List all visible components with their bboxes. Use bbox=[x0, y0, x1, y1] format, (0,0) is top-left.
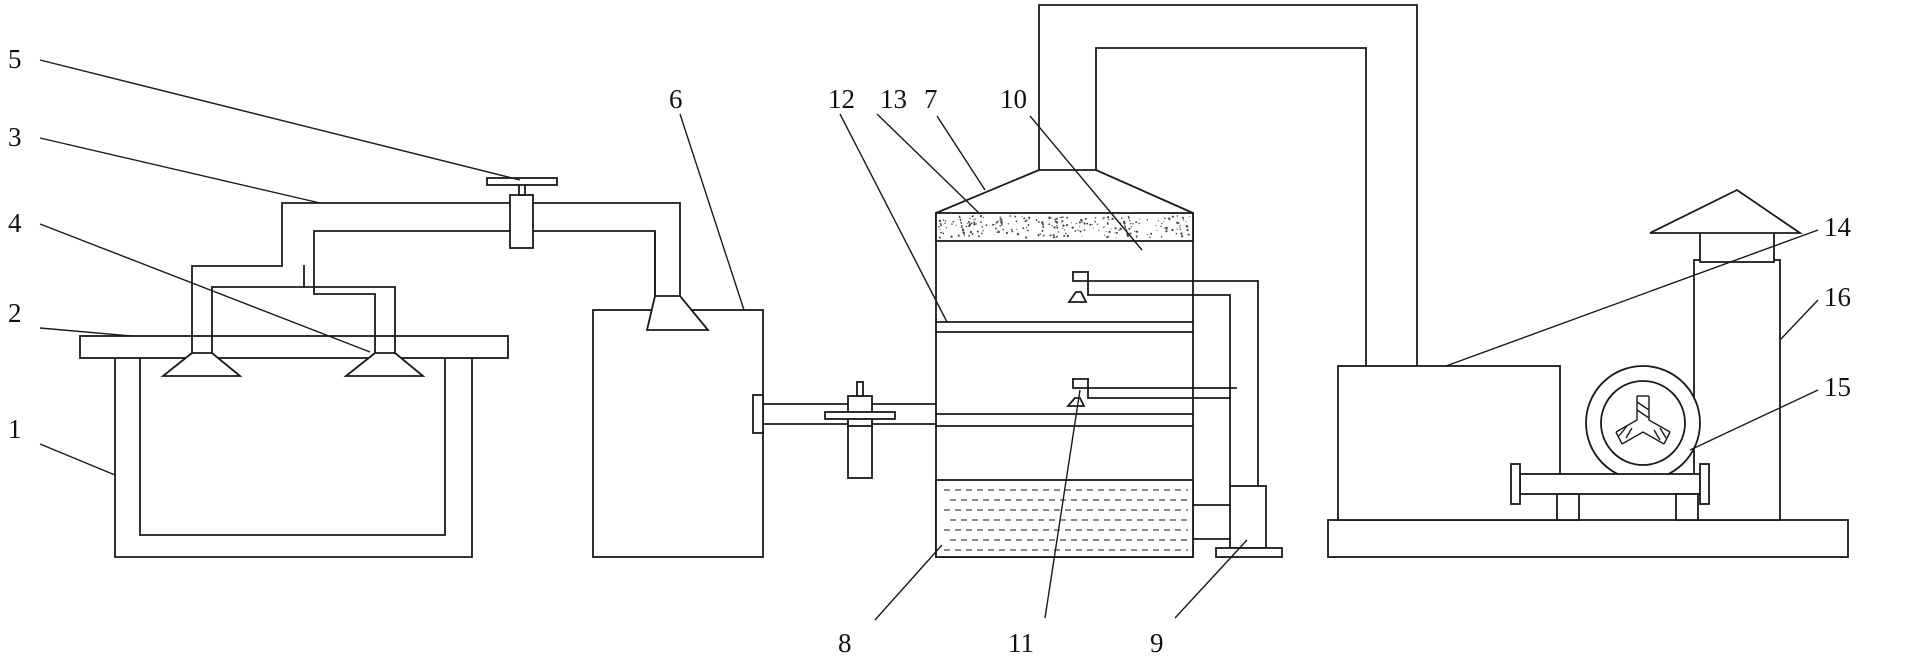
collector-box-6 bbox=[592, 231, 764, 558]
fan-15 bbox=[1510, 365, 1710, 521]
label-5: 5 bbox=[8, 44, 22, 74]
lid-plate-2 bbox=[79, 335, 509, 359]
spray-pipe-10 bbox=[1067, 271, 1259, 487]
label-4: 4 bbox=[8, 208, 22, 238]
spray-pipe-11 bbox=[1066, 378, 1237, 407]
suction-hood-right bbox=[343, 352, 426, 377]
label-8: 8 bbox=[838, 628, 852, 658]
base-platform bbox=[1327, 519, 1849, 558]
leader-lines bbox=[39, 59, 1819, 621]
fan-blade-hatching bbox=[1618, 401, 1667, 441]
spray-tower-7 bbox=[935, 169, 1194, 558]
valve-5 bbox=[486, 177, 558, 249]
label-1: 1 bbox=[8, 414, 22, 444]
label-10: 10 bbox=[1000, 84, 1027, 114]
label-16: 16 bbox=[1824, 282, 1851, 312]
label-12: 12 bbox=[828, 84, 855, 114]
label-9: 9 bbox=[1150, 628, 1164, 658]
label-3: 3 bbox=[8, 122, 22, 152]
label-7: 7 bbox=[924, 84, 938, 114]
label-13: 13 bbox=[880, 84, 907, 114]
suction-hood-left bbox=[160, 352, 243, 377]
label-11: 11 bbox=[1008, 628, 1034, 658]
label-15: 15 bbox=[1824, 372, 1851, 402]
liquid-dashes bbox=[944, 489, 1188, 551]
connecting-pipe bbox=[752, 381, 937, 479]
label-6: 6 bbox=[669, 84, 683, 114]
label-2: 2 bbox=[8, 298, 22, 328]
pump-9 bbox=[1192, 485, 1283, 558]
control-box-14 bbox=[1337, 365, 1561, 521]
filter-texture bbox=[938, 215, 1191, 239]
tank-1 bbox=[114, 357, 473, 558]
label-14: 14 bbox=[1824, 212, 1852, 242]
exhaust-duct bbox=[1038, 4, 1418, 369]
labels: 1 2 3 4 5 6 12 13 7 10 8 11 9 14 16 15 bbox=[8, 44, 1852, 658]
